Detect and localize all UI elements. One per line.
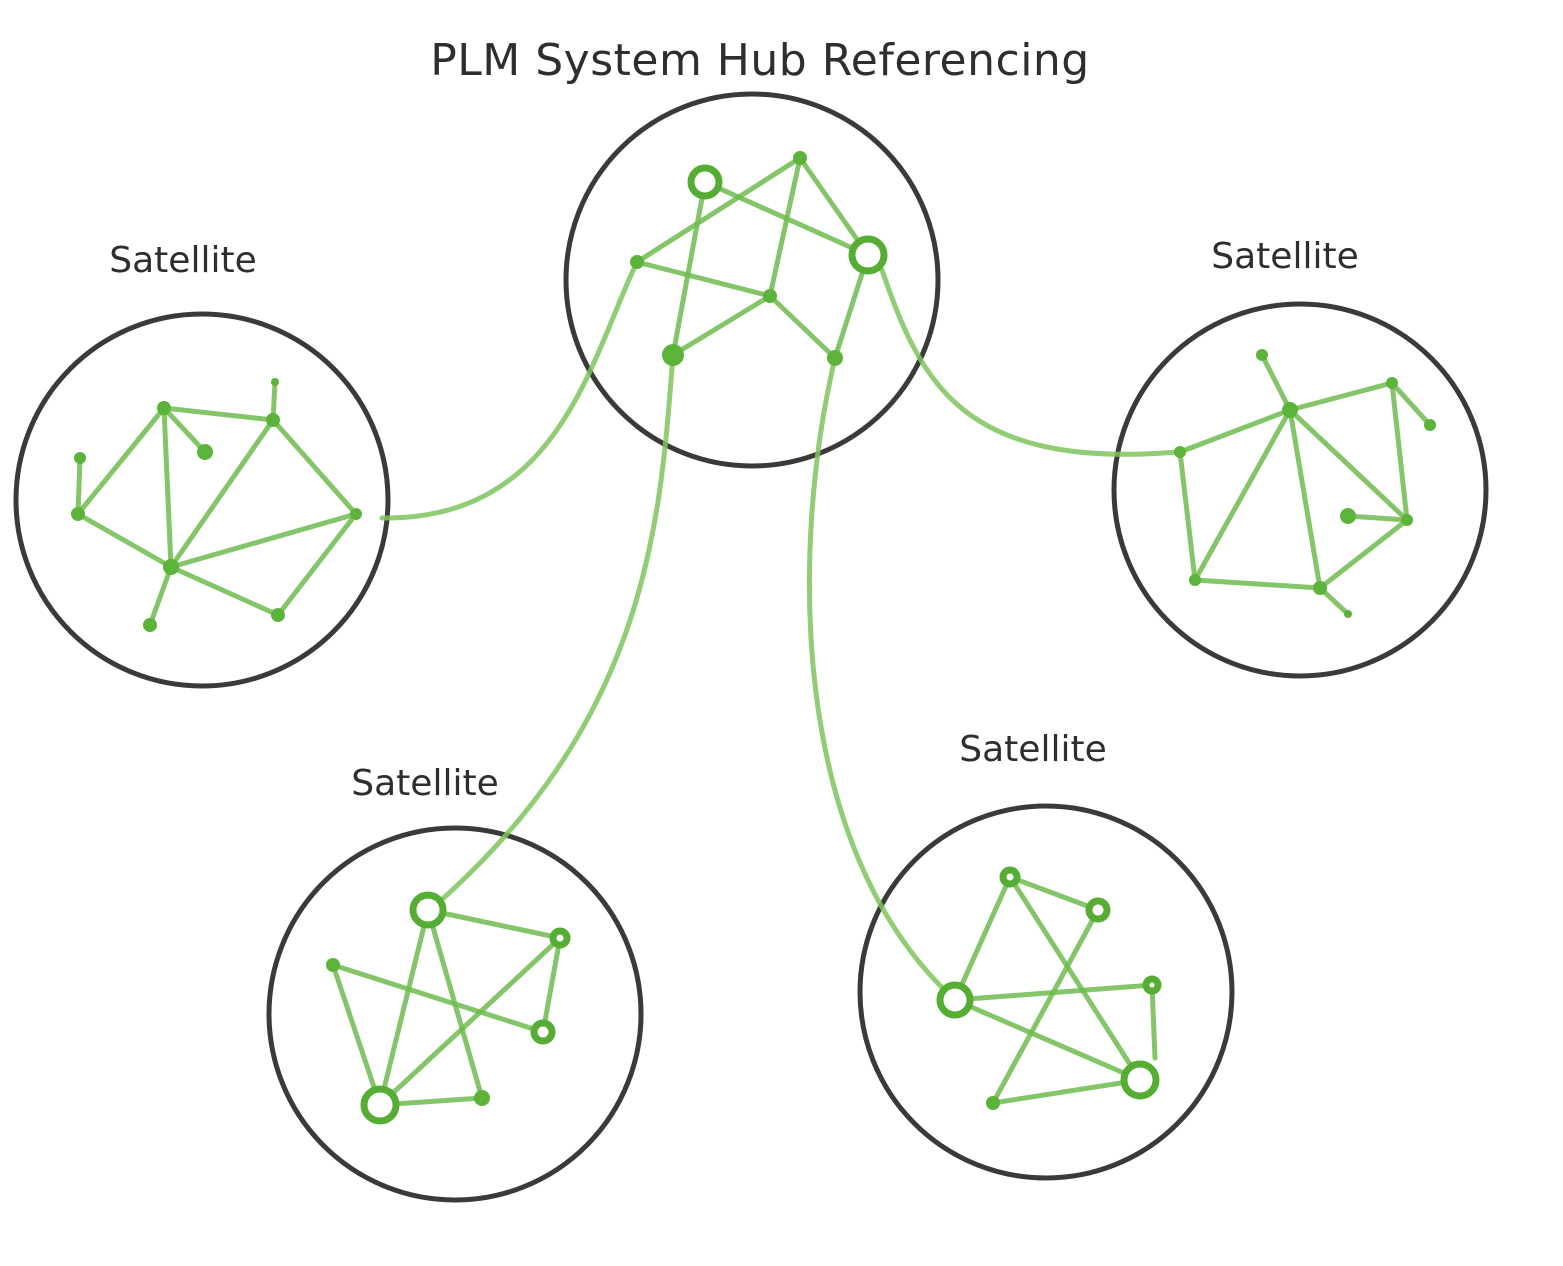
satellite-left-network: [71, 378, 362, 632]
satellite-left-node: [71, 507, 85, 521]
satellite-left-node: [74, 452, 86, 464]
satellite-left-node: [271, 378, 279, 386]
satellite-bottom-right-node: [986, 1096, 1000, 1110]
satellite-bottom-left-circle: [266, 825, 644, 1203]
satellite-right-node: [1174, 446, 1186, 458]
satellite-left-node: [143, 618, 157, 632]
satellite-left-node: [157, 401, 171, 415]
satellite-left-label: Satellite: [109, 240, 256, 281]
satellite-right-node: [1401, 514, 1413, 526]
satellite-bottom-left-node: [549, 927, 571, 949]
hub-network: [630, 151, 888, 366]
hub-node: [827, 350, 843, 366]
satellite-left-node: [197, 444, 213, 460]
satellite-bottom-right-node: [1142, 975, 1162, 995]
satellite-bottom-left-label: Satellite: [351, 763, 498, 804]
satellite-bottom-left-node: [530, 1019, 556, 1045]
hub-node: [848, 235, 888, 275]
satellite-right-circle: [1111, 301, 1489, 679]
satellite-bottom-left-network: [326, 891, 571, 1125]
satellite-bottom-left-node: [360, 1085, 400, 1125]
hub-node: [763, 289, 777, 303]
hub-circle: [563, 91, 941, 469]
diagram-title: PLM System Hub Referencing: [430, 35, 1090, 86]
satellite-left-node: [350, 508, 362, 520]
satellite-right-node: [1189, 574, 1201, 586]
satellite-bottom-right-node: [1085, 897, 1111, 923]
satellite-bottom-right-network: [936, 866, 1162, 1110]
satellite-bottom-left-node: [474, 1090, 490, 1106]
hub-node: [630, 255, 644, 269]
satellite-right-network: [1174, 349, 1436, 618]
satellite-bottom-right-circle: [857, 803, 1235, 1181]
hub-link-bottom-left: [427, 352, 676, 913]
satellite-right-node: [1282, 402, 1298, 418]
hub-link-left: [379, 259, 640, 521]
satellite-left-node: [266, 413, 280, 427]
satellite-right-node: [1313, 581, 1327, 595]
satellite-left-node: [271, 608, 285, 622]
satellite-bottom-right-node: [1120, 1060, 1160, 1100]
hub-link-right: [879, 267, 1181, 457]
satellite-right-node: [1386, 377, 1398, 389]
hub-node: [687, 164, 723, 200]
satellite-bottom-left-node: [409, 891, 447, 929]
satellite-bottom-right-node: [936, 981, 974, 1019]
satellite-right-label: Satellite: [1211, 236, 1358, 277]
satellite-right-node: [1424, 419, 1436, 431]
satellite-left-circle: [13, 311, 391, 689]
satellite-right-node: [1340, 508, 1356, 524]
hub-link-bottom-right: [806, 355, 958, 1003]
satellite-left-node: [163, 559, 179, 575]
satellite-right-node: [1344, 610, 1352, 618]
satellite-bottom-left-node: [326, 958, 340, 972]
satellite-bottom-right-label: Satellite: [959, 729, 1106, 770]
satellite-right-node: [1256, 349, 1268, 361]
satellite-bottom-right-node: [999, 866, 1021, 888]
hub-node: [662, 344, 684, 366]
hub-node: [793, 151, 807, 165]
